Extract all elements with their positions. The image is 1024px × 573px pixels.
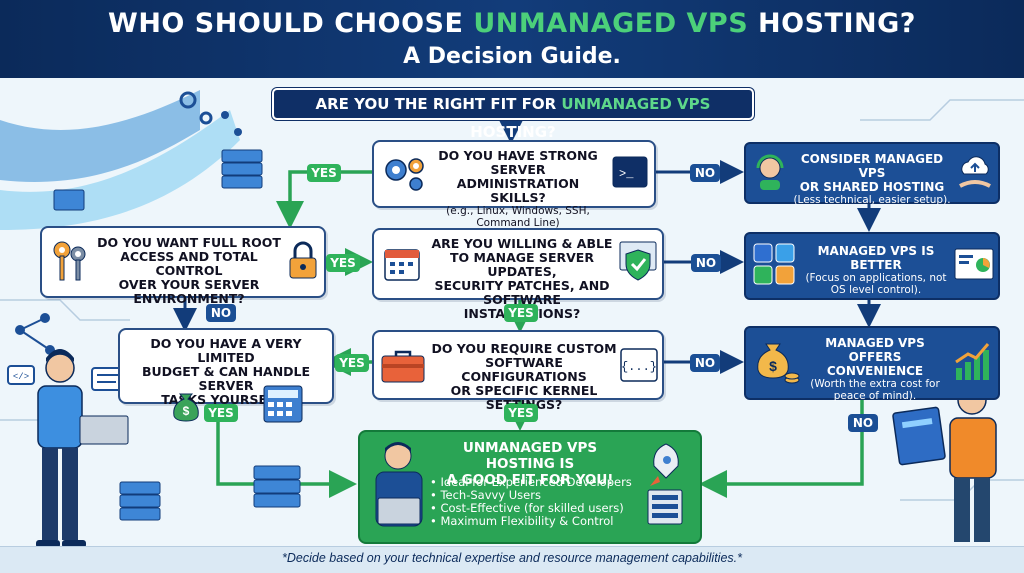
q5-line2: BUDGET & CAN HANDLE SERVER: [141, 364, 311, 393]
question-manage-updates: ARE YOU WILLING & ABLE TO MANAGE SERVER …: [372, 228, 664, 321]
no-label: NO: [691, 254, 721, 272]
no-label: NO: [848, 414, 878, 432]
o2-sub2: OS level control).: [830, 284, 922, 296]
o3-title2: CONVENIENCE: [826, 364, 924, 378]
q1-line2: ADMINISTRATION SKILLS?: [456, 176, 580, 205]
q2-line1: ARE YOU WILLING & ABLE: [431, 236, 613, 251]
title-highlight: UNMANAGED VPS: [473, 8, 749, 39]
banner-prefix: ARE YOU THE RIGHT FIT FOR: [315, 95, 562, 113]
q4-line4: ENVIRONMENT?: [133, 291, 245, 306]
question-admin-skills: DO YOU HAVE STRONG SERVER ADMINISTRATION…: [372, 140, 656, 229]
o3-sub1: (Worth the extra cost for: [810, 378, 940, 390]
dashboard-icon: [954, 248, 994, 280]
o1-title1: CONSIDER MANAGED VPS: [800, 152, 944, 180]
no-label: NO: [690, 164, 720, 182]
yes-label: YES: [204, 404, 238, 422]
outcome-consider-managed: CONSIDER MANAGED VPS OR SHARED HOSTING (…: [744, 142, 1000, 206]
o3-sub2: peace of mind).: [833, 390, 917, 402]
yes-label: YES: [504, 304, 538, 322]
o1-title2: OR SHARED HOSTING: [799, 180, 945, 194]
calendar-icon: [384, 249, 420, 281]
page-title: WHO SHOULD CHOOSE UNMANAGED VPS HOSTING?: [0, 8, 1024, 39]
o2-sub1: (Focus on applications, not: [805, 272, 947, 284]
growth-chart-icon: [955, 343, 990, 380]
toolbox-icon: [381, 350, 425, 383]
gears-icon: [385, 158, 424, 191]
outcome-managed-better: MANAGED VPS IS BETTER (Focus on applicat…: [744, 232, 1000, 300]
keys-icon: [53, 241, 86, 281]
q2-line3: SECURITY PATCHES, AND: [434, 278, 610, 293]
svg-text:$: $: [183, 404, 190, 418]
q2-line2: TO MANAGE SERVER UPDATES,: [450, 250, 594, 279]
calculator-icon: [263, 385, 303, 423]
no-label: NO: [206, 304, 236, 322]
result-title1: UNMANAGED VPS HOSTING IS: [462, 440, 598, 472]
header-bar: [0, 0, 1024, 78]
rocket-icon: [647, 443, 683, 525]
question-custom-config: DO YOU REQUIRE CUSTOM SOFTWARE CONFIGURA…: [372, 330, 664, 412]
q1-detail2: Command Line): [476, 217, 560, 229]
question-root-access: DO YOU WANT FULL ROOT ACCESS AND TOTAL C…: [40, 226, 326, 306]
q1-detail1: (e.g., Linux, Windows, SSH,: [446, 205, 590, 217]
svg-text:$: $: [769, 358, 777, 374]
q5-line1: DO YOU HAVE A VERY LIMITED: [150, 336, 302, 365]
q3-line2: SOFTWARE CONFIGURATIONS: [461, 355, 587, 384]
title-prefix: WHO SHOULD CHOOSE: [108, 8, 474, 39]
server-stack-icon: [221, 149, 263, 189]
svg-text:>_: >_: [619, 167, 634, 181]
banner-highlight: UNMANAGED VPS: [561, 95, 711, 113]
shield-check-icon: [619, 241, 657, 281]
padlock-icon: [289, 241, 317, 279]
yes-label: YES: [307, 164, 341, 182]
analyst-illustration-right: [892, 382, 997, 542]
list-item: • Cost-Effective (for skilled users): [430, 501, 624, 515]
outcome-managed-convenience: $ MANAGED VPS OFFERS CONVENIENCE (Worth …: [744, 326, 1000, 402]
banner-suffix: HOSTING?: [470, 123, 556, 141]
list-item: • Tech-Savvy Users: [430, 488, 541, 502]
apps-grid-icon: [753, 243, 795, 285]
money-bag-icon: $: [173, 393, 199, 422]
yes-label: YES: [326, 254, 360, 272]
terminal-icon: >_: [612, 156, 648, 188]
o2-title: MANAGED VPS IS BETTER: [817, 244, 935, 272]
code-braces-icon: {...}: [620, 348, 658, 382]
q4-line3: OVER YOUR SERVER: [118, 277, 260, 292]
result-benefit-list: • Ideal for Experienced Developers • Tec…: [430, 476, 632, 528]
list-item: • Maximum Flexibility & Control: [430, 514, 614, 528]
developer-avatar: [375, 442, 423, 527]
q3-line1: DO YOU REQUIRE CUSTOM: [431, 341, 617, 356]
yes-label: YES: [335, 354, 369, 372]
developer-illustration-left: [36, 349, 129, 548]
q4-line1: DO YOU WANT FULL ROOT: [97, 235, 281, 250]
cloud-upload-icon: [959, 156, 991, 188]
yes-label: YES: [504, 404, 538, 422]
o3-title1: MANAGED VPS OFFERS: [825, 336, 925, 364]
svg-text:{...}: {...}: [621, 360, 657, 374]
footnote: *Decide based on your technical expertis…: [282, 551, 742, 565]
q1-line1: DO YOU HAVE STRONG SERVER: [438, 148, 598, 177]
svg-text:</>: </>: [13, 372, 29, 382]
page-subtitle: A Decision Guide.: [403, 44, 621, 69]
title-suffix: HOSTING?: [748, 8, 916, 39]
money-bag-icon: $: [757, 343, 800, 384]
result-title: UNMANAGED VPS HOSTING IS A GOOD FIT FOR …: [430, 440, 630, 488]
o1-sub: (Less technical, easier setup).: [793, 194, 951, 206]
list-item: • Ideal for Experienced Developers: [430, 475, 632, 489]
result-title2: A GOOD FIT FOR YOU!: [446, 472, 614, 488]
q4-line2: ACCESS AND TOTAL CONTROL: [120, 249, 258, 278]
headset-support-icon: [756, 154, 784, 190]
footer-bar: [0, 546, 1024, 573]
decision-banner: ARE YOU THE RIGHT FIT FOR UNMANAGED VPS …: [272, 88, 754, 141]
no-label: NO: [690, 354, 720, 372]
